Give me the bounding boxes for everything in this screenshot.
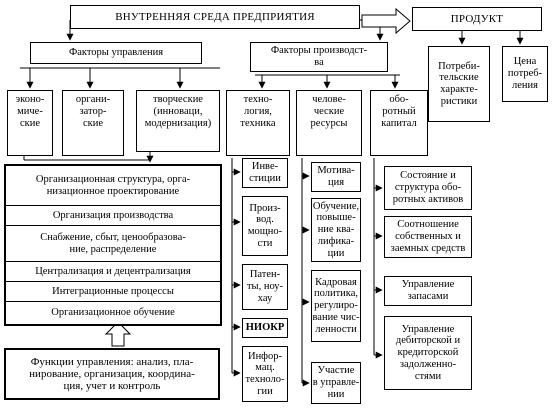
human-item-participation: Участие в управле- нии [311,362,361,404]
capital-item-receivables-payables: Управление дебиторской и кредиторской за… [384,316,472,390]
human-item-training: Обучение, повыше- ние ква- лифика- ции [311,198,361,262]
management-item: Централизация и децентрализация [6,262,220,282]
management-item: Организация производства [6,206,220,226]
human-item-personnel-policy: Кадровая политика, регулиро- вание чис- … [311,270,361,342]
production-column-working-capital: обо- ротный капитал [370,90,428,156]
management-item: Снабжение, сбыт, ценообразова- ние, расп… [6,226,220,262]
management-items-stack: Организационная структура, орга- низацио… [4,164,222,326]
production-factors-header: Факторы производст- ва [250,42,388,72]
technology-item-it: Инфор- мац. техноло- гии [242,346,288,402]
capital-item-assets-structure: Состояние и структура обо- ротных активо… [384,166,472,210]
internal-environment-title: ВНУТРЕННЯЯ СРЕДА ПРЕДПРИЯТИЯ [70,5,360,29]
technology-item-rnd: НИОКР [242,318,288,338]
production-column-human-resources: челове- ческие ресурсы [296,90,362,156]
management-functions-box: Функции управления: анализ, пла- нирован… [4,348,220,400]
product-box: ПРОДУКТ [412,7,542,31]
consumption-price-box: Цена потреб- ления [502,46,548,102]
management-column-organizational: органи- затор- ские [62,90,124,156]
human-item-motivation: Мотива- ция [311,162,361,192]
technology-item-capacity: Произ- вод. мощно- сти [242,196,288,256]
management-column-creative: творческие (инноваци, модернизация) [136,90,220,152]
production-column-technology: техно- логия, техника [226,90,290,156]
consumer-characteristics-box: Потреби- тельские характе- ристики [428,46,490,122]
management-item: Организационное обучение [6,302,220,324]
management-factors-header: Факторы управления [30,42,202,64]
capital-item-inventory: Управление запасами [384,276,472,306]
management-item: Интеграционные процессы [6,282,220,302]
management-item: Организационная структура, орга- низацио… [6,166,220,206]
capital-item-own-borrowed-ratio: Соотношение собственных и заемных средст… [384,216,472,258]
management-column-economic: эконо- миче- ские [7,90,53,156]
technology-item-investments: Инве- стиции [242,158,288,188]
technology-item-patents: Патен- ты, ноу- хау [242,264,288,310]
